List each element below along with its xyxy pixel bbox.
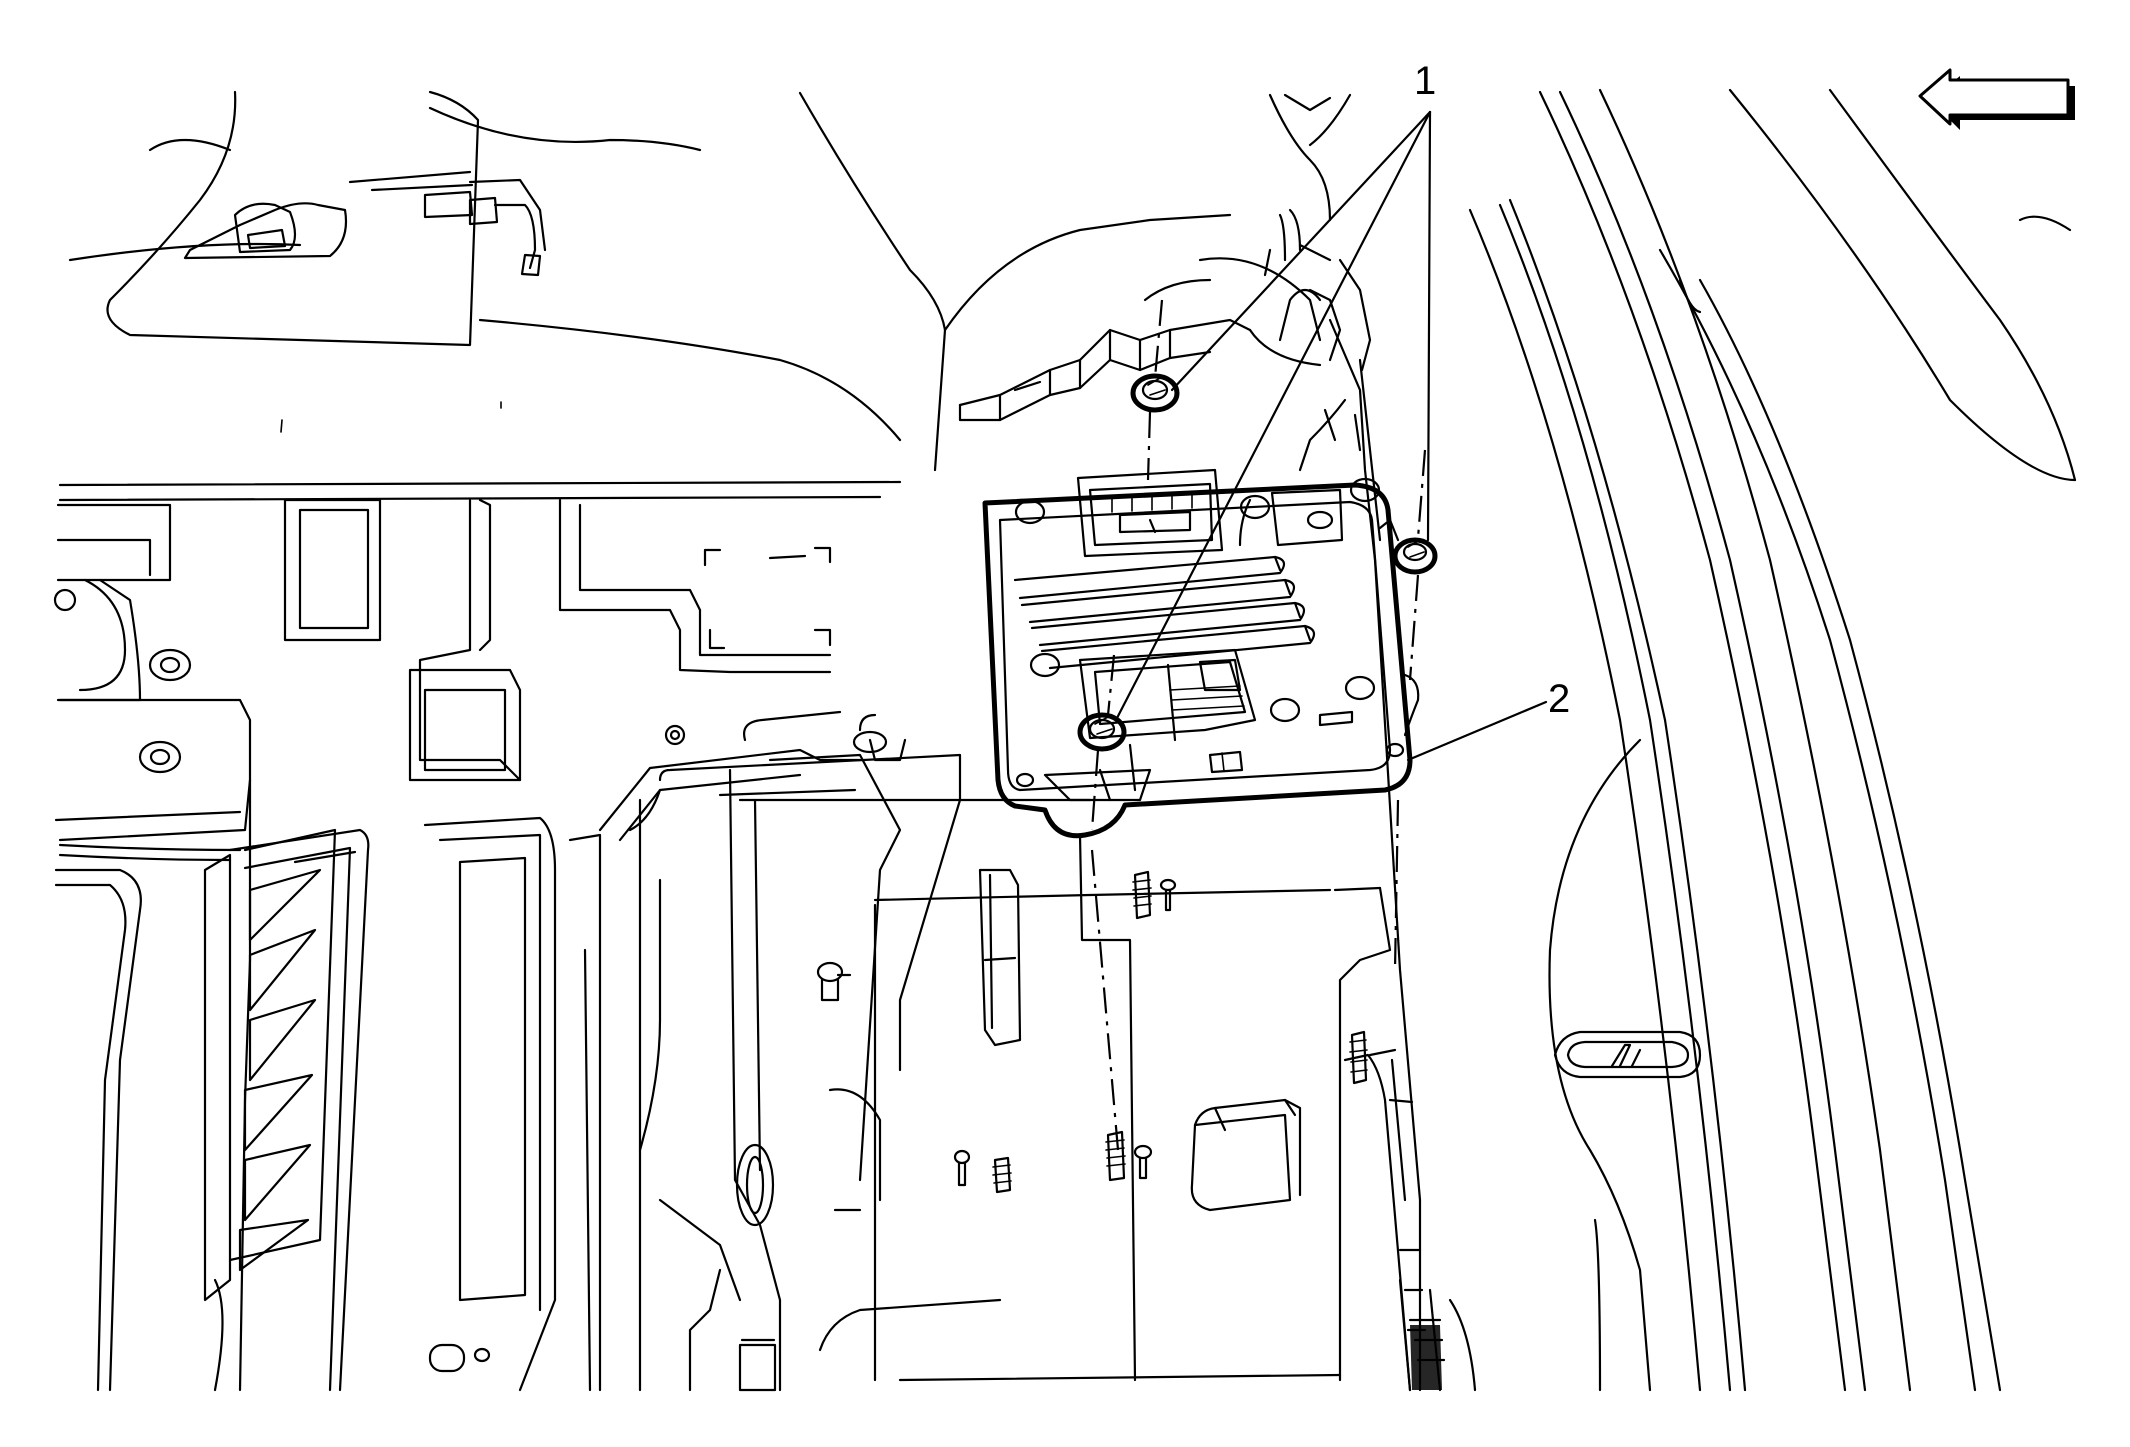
floor-panel-center (738, 798, 1392, 1382)
floor-panel-left (53, 498, 907, 1392)
stud-center-lower (1105, 1130, 1153, 1182)
stud-left-pair (953, 1149, 1012, 1194)
callout-leaders (1114, 110, 1548, 762)
nut-bottom-left (1077, 712, 1127, 752)
door-sill-right (1328, 88, 2077, 1392)
floor-studs (816, 870, 1368, 1194)
arrow-left-icon (1918, 68, 2075, 130)
alignment-lines (1090, 299, 1427, 1151)
seat-track-left (203, 828, 337, 1392)
callout-2-label: 2 (1548, 677, 1570, 721)
stud-bracket-left (816, 961, 852, 1002)
center-storage (428, 753, 1002, 1392)
nut-top-left (1130, 373, 1180, 413)
callout-1-label: 1 (1414, 59, 1436, 103)
nut-right (1392, 537, 1438, 575)
ecm-module (982, 468, 1420, 839)
stud-center-upper (1132, 870, 1177, 920)
stud-right (1349, 1030, 1368, 1085)
nut-fasteners (1077, 373, 1438, 752)
upper-trim-panel (58, 90, 1352, 502)
mounting-bracket (958, 208, 1372, 472)
